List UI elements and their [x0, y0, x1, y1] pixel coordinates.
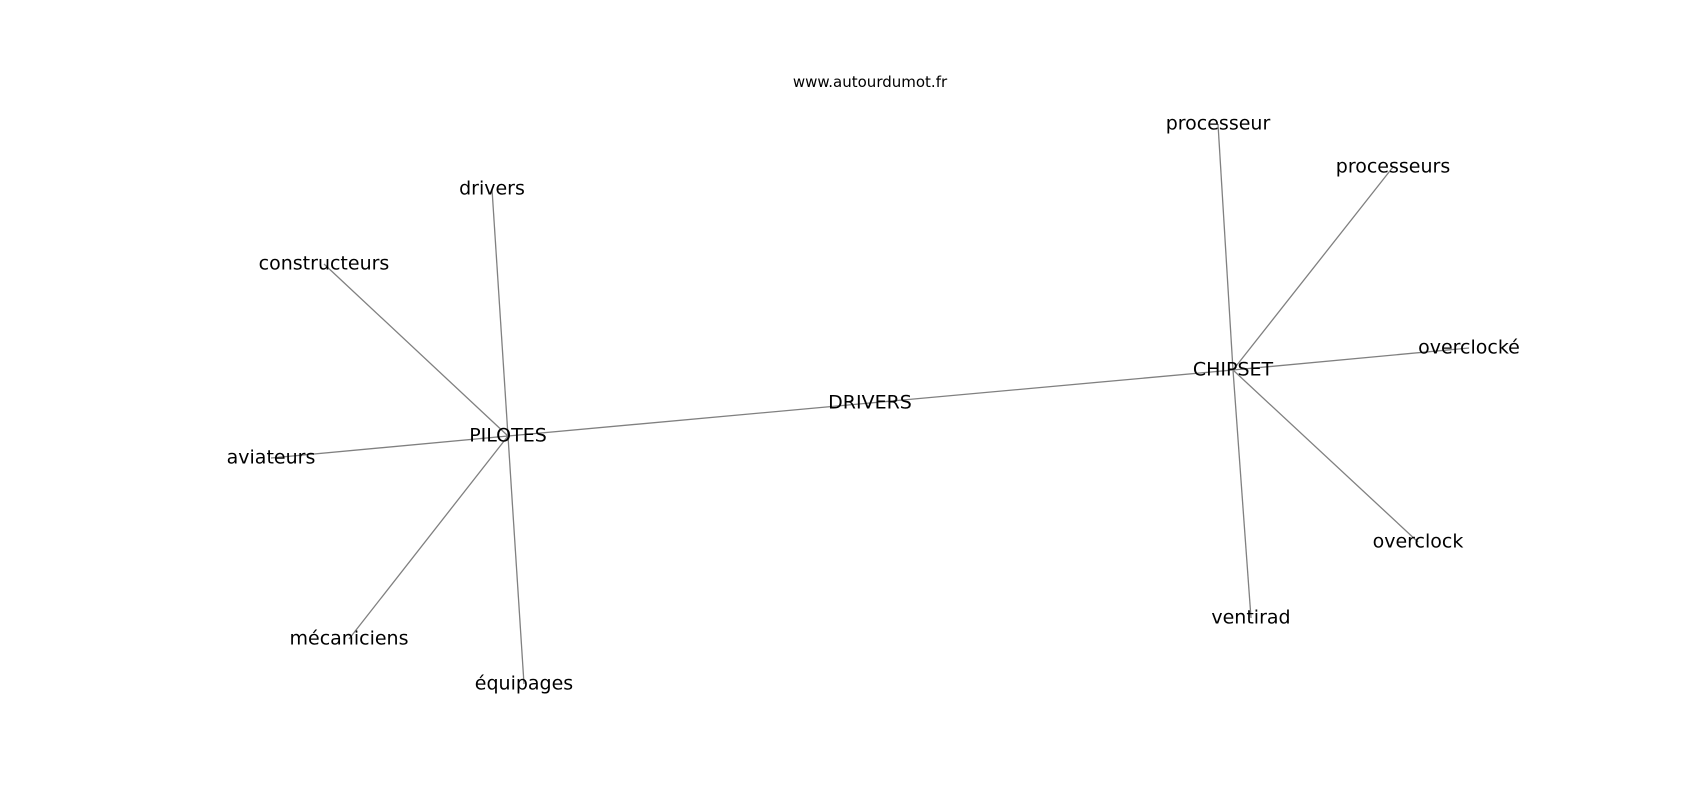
edge-chipset-overclock: [1232, 369, 1419, 543]
edge-pilotes-equipages: [507, 435, 525, 685]
node-label-overclocke[interactable]: overclocké: [1418, 337, 1520, 359]
edge-chipset-ventirad: [1232, 369, 1252, 619]
edges-layer: [270, 123, 1470, 685]
node-label-processeurs[interactable]: processeurs: [1336, 156, 1450, 178]
node-label-processeur[interactable]: processeur: [1166, 113, 1271, 135]
edge-pilotes-aviateurs: [270, 435, 509, 459]
site-url: www.autourdumot.fr: [793, 73, 948, 91]
node-label-equipages[interactable]: équipages: [475, 673, 573, 695]
edge-chipset-overclocke: [1232, 347, 1470, 371]
nodes-layer: DRIVERS PILOTES CHIPSET drivers constructeur…: [227, 113, 1520, 695]
edge-pilotes-constructeurs: [323, 263, 509, 437]
node-label-aviateurs[interactable]: aviateurs: [227, 447, 316, 469]
edge-chipset-processeur: [1217, 123, 1234, 371]
edge-pilotes-mecaniciens: [348, 435, 509, 640]
node-label-pilotes[interactable]: PILOTES: [469, 425, 547, 447]
node-label-mecaniciens[interactable]: mécaniciens: [290, 628, 409, 650]
edge-pilotes-drivers_c: [507, 402, 871, 437]
edge-pilotes-drivers: [491, 188, 509, 437]
node-label-drivers[interactable]: drivers: [459, 178, 525, 200]
node-label-ventirad[interactable]: ventirad: [1211, 607, 1290, 629]
node-label-overclock[interactable]: overclock: [1373, 531, 1464, 553]
node-label-constructeurs[interactable]: constructeurs: [259, 253, 390, 275]
node-label-drivers_c[interactable]: DRIVERS: [828, 392, 912, 414]
edge-chipset-processeurs: [1232, 166, 1394, 371]
node-label-chipset[interactable]: CHIPSET: [1193, 359, 1274, 381]
edge-drivers_c-chipset: [869, 369, 1234, 404]
